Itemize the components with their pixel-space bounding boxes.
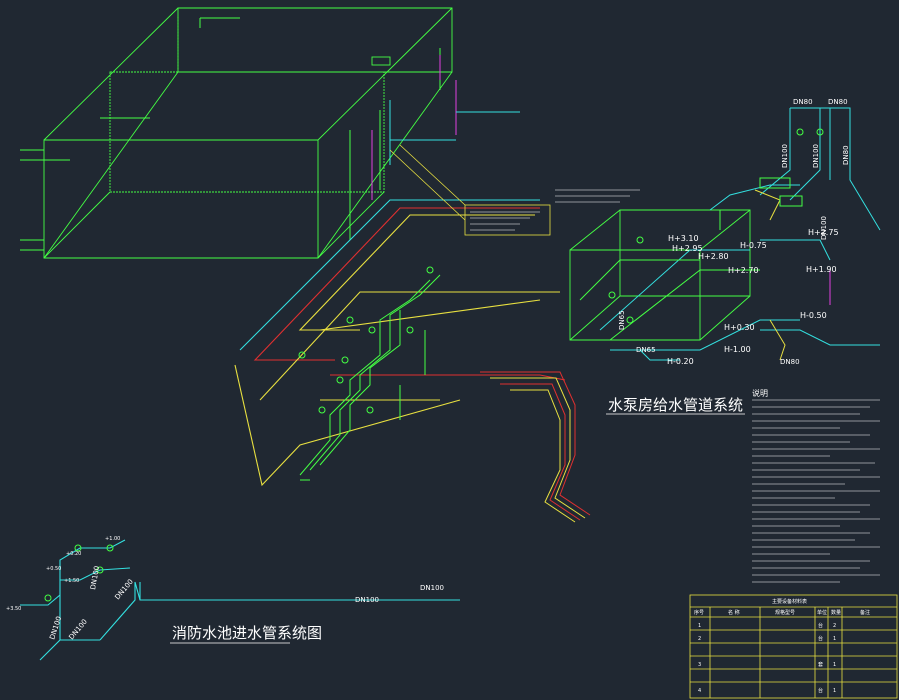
descending-bundle bbox=[480, 371, 591, 523]
table-header-0: 序号 bbox=[694, 609, 704, 616]
elev-h280: H+2.80 bbox=[698, 252, 729, 261]
table-header-5: 备注 bbox=[860, 609, 870, 616]
label-dn80-c: DN80 bbox=[842, 145, 850, 165]
table-caption: 主要设备材料表 bbox=[772, 598, 807, 605]
elev-b350: +3.50 bbox=[6, 606, 21, 612]
magenta-overflow-pipes bbox=[371, 55, 831, 305]
table-row-1-unit: 台 bbox=[818, 622, 823, 629]
elev-h295: H+2.95 bbox=[672, 244, 703, 253]
table-row-2-no: 2 bbox=[698, 636, 701, 642]
table-row-2-qty: 1 bbox=[833, 636, 836, 642]
table-row-1-qty: 2 bbox=[833, 623, 836, 629]
table-row-3-unit: 套 bbox=[818, 661, 823, 668]
label-dn100-b: DN100 bbox=[812, 144, 820, 168]
annotation-text-lines bbox=[470, 189, 640, 231]
elev-h270: H+2.70 bbox=[728, 266, 759, 275]
table-row-4-no: 4 bbox=[698, 688, 701, 694]
label-dn100-left1: DN100 bbox=[48, 615, 63, 640]
notes-text-lines bbox=[752, 399, 880, 583]
label-dn65-b: DN65 bbox=[636, 346, 656, 354]
elev-h100: H-1.00 bbox=[724, 345, 751, 354]
inlet-pipe-system bbox=[20, 539, 460, 661]
elev-h030: H+0.30 bbox=[724, 323, 755, 332]
table-row-3-qty: 1 bbox=[833, 662, 836, 668]
notes-heading: 说明 bbox=[752, 388, 768, 398]
table-row-2-unit: 台 bbox=[818, 635, 823, 642]
pump-room-pipes bbox=[579, 107, 881, 361]
elev-h020: H-0.20 bbox=[667, 357, 694, 366]
table-header-2: 规格型号 bbox=[775, 609, 795, 616]
label-dn100-left2: DN100 bbox=[89, 565, 101, 590]
label-dn80-d: DN80 bbox=[780, 358, 800, 366]
pump-assemblies bbox=[298, 266, 441, 481]
label-dn100-a: DN100 bbox=[781, 144, 789, 168]
table-row-1-no: 1 bbox=[698, 623, 701, 629]
label-dn80-a: DN80 bbox=[793, 98, 813, 106]
cyan-pipes-pool bbox=[389, 100, 520, 165]
label-dn100-c: DN100 bbox=[820, 216, 828, 240]
label-dn65-a: DN65 bbox=[618, 310, 626, 330]
material-table bbox=[689, 594, 898, 699]
inlet-fittings bbox=[44, 544, 114, 602]
annotation-callouts bbox=[389, 144, 551, 236]
elev-b020: +0.20 bbox=[66, 551, 81, 557]
table-row-4-unit: 台 bbox=[818, 687, 823, 694]
elev-b100: +1.00 bbox=[105, 536, 120, 542]
label-dn100-left3: DN100 bbox=[113, 578, 135, 602]
pump-room-box bbox=[569, 209, 751, 341]
elev-h275: H+2.75 bbox=[808, 228, 839, 237]
table-header-4: 数量 bbox=[831, 609, 841, 616]
label-dn100-left4: DN100 bbox=[67, 618, 89, 642]
table-header-3: 单位 bbox=[817, 609, 827, 616]
table-row-3-no: 3 bbox=[698, 662, 701, 668]
elev-h075: H-0.75 bbox=[740, 241, 767, 250]
elev-h050: H-0.50 bbox=[800, 311, 827, 320]
fire-pool-fittings bbox=[20, 17, 441, 251]
table-header-1: 名 称 bbox=[728, 609, 740, 616]
label-dn100-inlet: DN100 bbox=[420, 584, 444, 592]
main-feed-pipes bbox=[234, 199, 566, 487]
pump-room-title: 水泵房给水管道系统 bbox=[608, 396, 743, 414]
elev-h190: H+1.90 bbox=[806, 265, 837, 274]
label-dn100-bottom: DN100 bbox=[355, 596, 379, 604]
label-dn80-b: DN80 bbox=[828, 98, 848, 106]
fire-pool-inlet-title: 消防水池进水管系统图 bbox=[172, 624, 322, 642]
fire-pool-box bbox=[43, 7, 453, 259]
pump-room-valves bbox=[608, 128, 824, 324]
elev-b150: +1.50 bbox=[64, 578, 79, 584]
elev-h310: H+3.10 bbox=[668, 234, 699, 243]
table-row-4-qty: 1 bbox=[833, 688, 836, 694]
elev-b050: +0.50 bbox=[46, 566, 61, 572]
